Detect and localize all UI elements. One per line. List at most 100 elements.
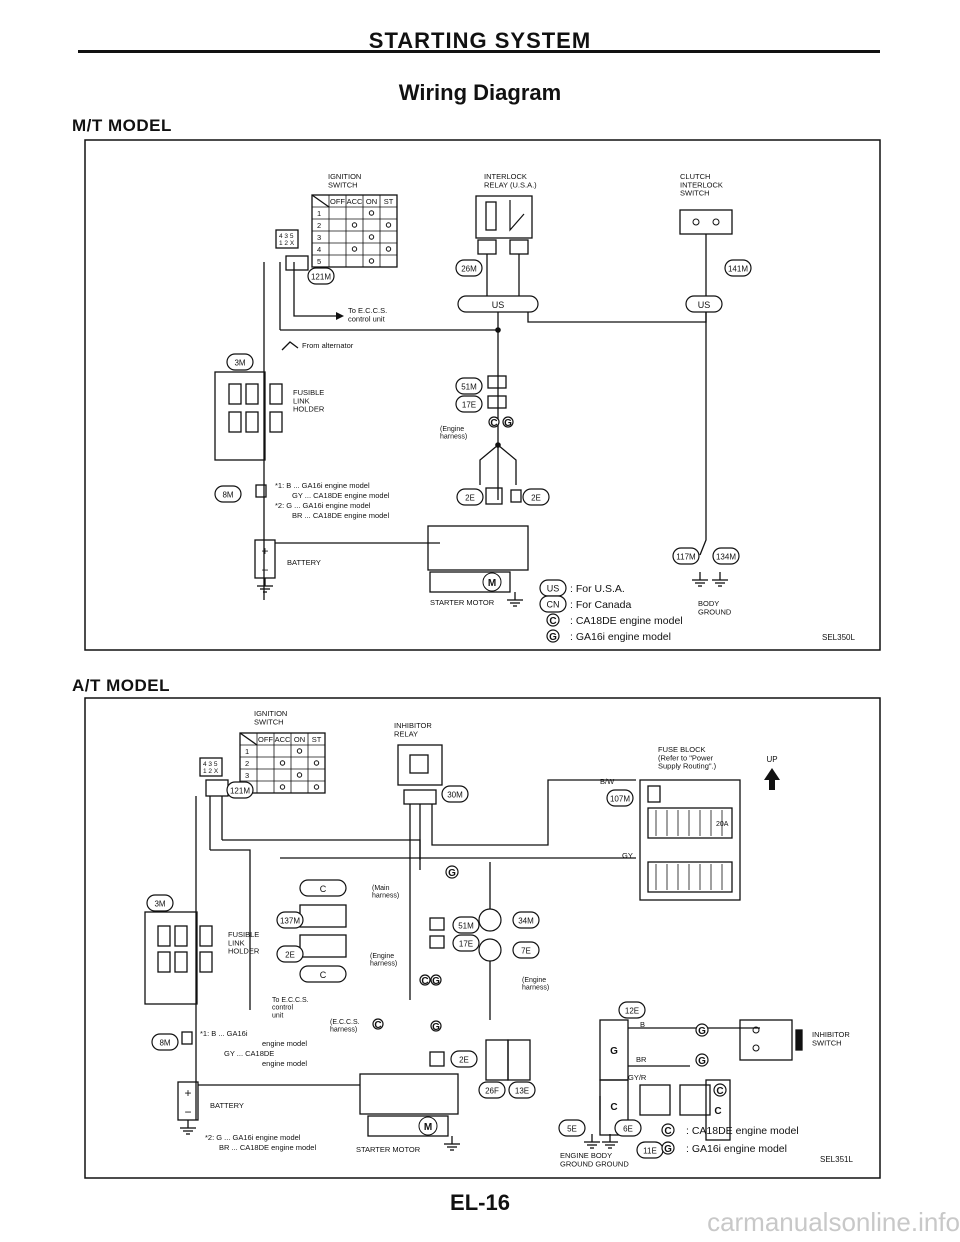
at-ignition-switch-row-label: 3 <box>245 771 249 780</box>
fuse <box>199 951 213 973</box>
at-inline-connector <box>429 935 445 949</box>
wire <box>527 312 707 323</box>
legend-code-box <box>539 595 567 613</box>
fuse <box>174 951 188 973</box>
legend-symbol <box>488 416 500 428</box>
fuse <box>269 383 283 405</box>
at-c-box <box>299 879 347 897</box>
watermark: carmanualsonline.info <box>707 1207 960 1237</box>
at-inhibitor-switch <box>739 1019 793 1061</box>
motor-symbol-label: M <box>488 578 496 589</box>
at-model-label: A/T MODEL <box>72 676 170 695</box>
at-connector-2e: 2E <box>285 951 295 960</box>
at-inhibitor-relay <box>397 744 443 786</box>
mt-legend-text: : For U.S.A. <box>570 583 625 595</box>
mt-starter-motor-label: STARTER MOTOR <box>430 598 495 607</box>
connector-tag <box>455 395 483 413</box>
mt-inline-connector <box>487 375 507 389</box>
at-variant-c: C <box>421 976 428 987</box>
wire <box>509 200 525 232</box>
fuse-slot <box>647 785 661 803</box>
wire <box>210 849 251 1010</box>
at-variant-g-4: G <box>698 1026 706 1037</box>
switch-contact <box>752 1044 760 1052</box>
legend-symbol <box>695 1053 709 1067</box>
connector-tag <box>478 1081 506 1099</box>
mt-ignition-switch-col-label: ON <box>366 197 377 206</box>
battery-minus: − <box>261 563 268 577</box>
mt-connector-2e: 2E <box>465 494 475 503</box>
motor-symbol-label: M <box>424 1122 432 1133</box>
at-ignition-switch-col-label: ON <box>294 735 305 744</box>
mt-note-4: BR ... CA18DE engine model <box>292 511 389 520</box>
at-connector-107m: 107M <box>610 795 630 804</box>
switch-contact <box>313 760 320 766</box>
at-legend-text: : CA18DE engine model <box>686 1125 799 1137</box>
at-starter-motor <box>367 1115 449 1137</box>
legend-symbol <box>502 416 514 428</box>
relay-coil <box>485 201 497 231</box>
at-up-label: UP <box>766 755 777 764</box>
connector-tag <box>452 916 480 934</box>
mt-ignition-switch-col-label: ST <box>384 197 394 206</box>
connector-tag <box>307 267 335 285</box>
mt-ignition-switch-row-label: 5 <box>317 257 321 266</box>
mt-legend-text: : For Canada <box>570 599 631 611</box>
battery-minus: − <box>184 1105 191 1119</box>
at-connector-3m: 3M <box>154 900 165 909</box>
mt-legend-text: : GA16i engine model <box>570 631 671 643</box>
at-diagram: IGNITIONSWITCHOFFACCONST12344 3 51 2 X12… <box>144 709 853 1168</box>
wire <box>281 341 299 351</box>
legend-symbol <box>661 1141 675 1155</box>
mt-connector-26m: 26M <box>461 265 477 274</box>
at-plug <box>181 1031 193 1045</box>
wire <box>497 444 517 485</box>
at-connector-11e: 11E <box>643 1147 657 1156</box>
legend-symbol <box>372 1018 384 1030</box>
mt-note-1: *1: B ... GA16i engine model <box>275 481 370 490</box>
at-wire-label-br: BR <box>636 1055 647 1064</box>
wire <box>222 839 421 870</box>
connector-tag <box>214 485 242 503</box>
arrow <box>336 312 344 320</box>
at-switch-plug <box>205 779 229 797</box>
mt-inline-connector <box>487 395 507 409</box>
at-connector-2e-b: 2E <box>459 1056 469 1065</box>
connector-tag <box>226 353 254 371</box>
at-connector-137m: 137M <box>280 917 300 926</box>
fuse <box>245 383 259 405</box>
at-ignition-switch-row-label: 1 <box>245 747 249 756</box>
junction-dot <box>495 327 501 333</box>
mt-connector-117m: 117M <box>676 553 696 562</box>
mt-connector-3m: 3M <box>234 359 245 368</box>
wire <box>311 194 330 208</box>
mt-us-box-2-label: US <box>698 300 711 310</box>
at-fusible-link-holder <box>144 911 198 1005</box>
at-connector-12e: 12E <box>625 1007 639 1016</box>
connector-tag <box>452 934 480 952</box>
at-note1-1: *1: B ... GA16i <box>200 1029 248 1038</box>
at-g-block-label: G <box>610 1046 618 1057</box>
at-wire-label-bw: B/W <box>600 777 615 786</box>
diagram-title: Wiring Diagram <box>398 80 562 105</box>
connector-tag <box>441 785 469 803</box>
switch-contact <box>692 218 700 226</box>
switch-contact <box>712 218 720 226</box>
at-relay-block <box>429 1051 445 1067</box>
at-starter-solenoid <box>359 1073 459 1115</box>
mt-note-3: *2: G ... GA16i engine model <box>275 501 371 510</box>
mt-ref-code: SEL350L <box>822 633 855 642</box>
connector-tag <box>512 941 540 959</box>
